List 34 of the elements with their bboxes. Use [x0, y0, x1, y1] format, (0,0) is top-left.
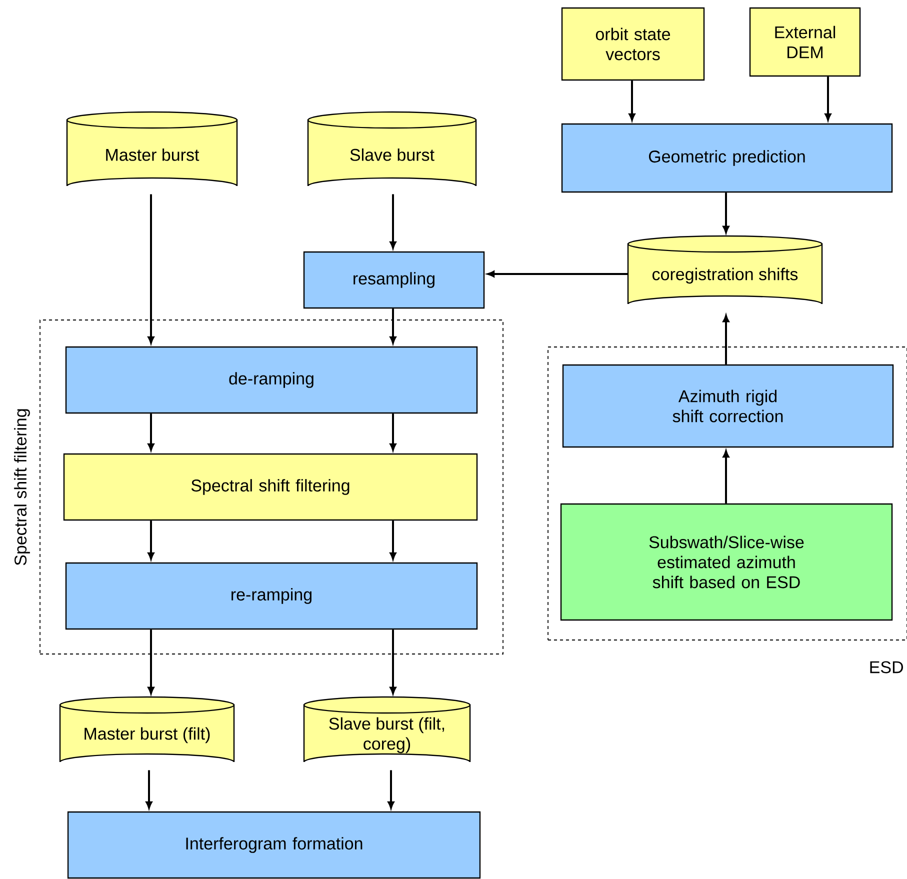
arrow [388, 770, 394, 809]
arrow [390, 520, 396, 560]
data-cylinder: Master burst [66, 111, 238, 187]
process-box: resampling [303, 251, 485, 309]
node-label: Spectral shift filtering [14, 409, 30, 566]
data-cylinder: Master burst (filt) [59, 696, 235, 763]
process-box: re-ramping [65, 562, 478, 630]
arrow [390, 630, 396, 694]
arrow [824, 76, 832, 121]
data-cylinder: Slave burst [307, 111, 477, 187]
arrow [628, 80, 636, 121]
input-box: orbit state vectors [561, 7, 705, 81]
estimation-box: Subswath/Slice-wise estimated azimuth shift based on ESD [560, 503, 893, 621]
arrow [722, 450, 730, 504]
process-box: Azimuth rigid shift correction [562, 364, 894, 448]
arrow [390, 308, 396, 344]
arrow [390, 194, 396, 249]
arrow [722, 192, 730, 233]
arrow [488, 270, 628, 278]
arrow [390, 414, 396, 451]
process-box: de-ramping [65, 346, 478, 414]
data-cylinder: Slave burst (filt, coreg) [303, 696, 471, 763]
node-label: ESD [870, 661, 903, 674]
input-box: External DEM [749, 7, 861, 77]
arrow [722, 315, 730, 364]
process-box: Interferogram formation [67, 811, 481, 879]
arrow [148, 194, 154, 344]
arrow [148, 630, 154, 694]
arrow [146, 770, 152, 809]
arrow [148, 414, 154, 451]
process-box: Spectral shift filtering [63, 453, 478, 521]
arrow [148, 520, 154, 560]
process-box: Geometric prediction [561, 123, 893, 193]
data-cylinder: coregistration shifts [627, 235, 823, 305]
